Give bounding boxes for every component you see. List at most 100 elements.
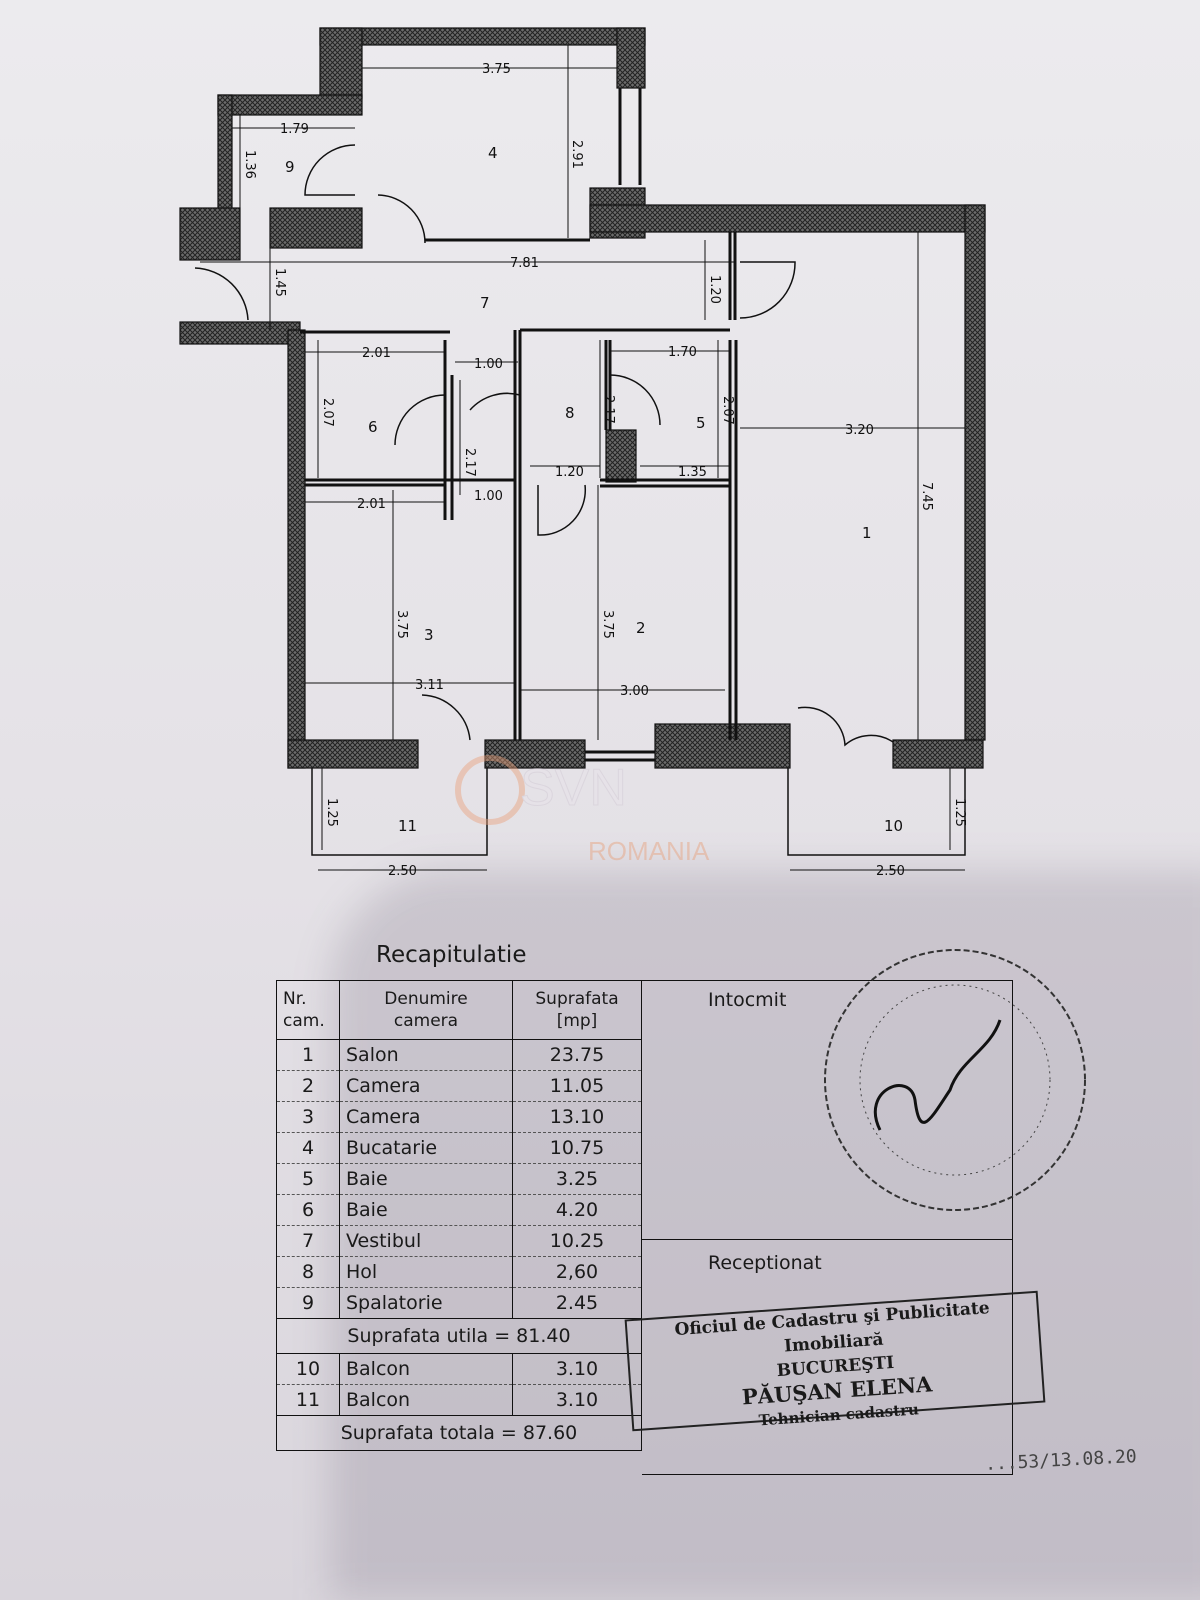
cell-area: 11.05 (512, 1070, 642, 1102)
total-area: Suprafata totala = 87.60 (276, 1415, 642, 1451)
signature (873, 1019, 1002, 1131)
signoff-box: Intocmit Receptionat (642, 980, 1013, 1475)
dim-label: 2.07 (720, 396, 735, 425)
dimension-lines (200, 45, 965, 871)
room-4: 4 (488, 144, 498, 162)
cell-name: Bucatarie (339, 1132, 513, 1164)
dim-label: 3.75 (394, 610, 409, 639)
header-area-2: [mp] (556, 1011, 598, 1031)
cell-nr: 1 (276, 1039, 340, 1071)
dim-label: 3.00 (620, 684, 649, 699)
drawn-up-cell: Intocmit (642, 981, 1012, 1240)
dim-label: 3.75 (600, 610, 615, 639)
dim-label: 2.07 (320, 398, 335, 427)
dim-label: 1.00 (474, 357, 503, 372)
dim-label: 1.79 (280, 122, 309, 137)
dim-label: 2.17 (462, 448, 477, 477)
cell-area: 2,60 (512, 1256, 642, 1288)
room-8: 8 (565, 404, 575, 422)
cell-name: Spalatorie (339, 1287, 513, 1319)
dim-label: 1.25 (324, 798, 339, 827)
header-area: Suprafata (535, 989, 619, 1009)
cell-name: Baie (339, 1163, 513, 1195)
header-name-2: camera (393, 1011, 459, 1031)
useful-area: Suprafata utila = 81.40 (276, 1318, 642, 1354)
watermark-brand: SVN (520, 759, 627, 817)
cell-area: 10.25 (512, 1225, 642, 1257)
dim-label: 1.70 (668, 345, 697, 360)
cell-area: 23.75 (512, 1039, 642, 1071)
cell-nr: 9 (276, 1287, 340, 1319)
dimension-labels: 3.75 2.91 1.79 1.36 7.81 1.45 1.20 2.01 … (242, 62, 967, 879)
cell-area: 3.25 (512, 1163, 642, 1195)
dim-label: 2.50 (388, 864, 417, 879)
dim-label: 2.17 (601, 395, 616, 424)
cell-nr: 2 (276, 1070, 340, 1102)
cell-nr: 6 (276, 1194, 340, 1226)
dim-label: 1.45 (272, 268, 287, 297)
header-nr-2: cam. (283, 1011, 325, 1031)
cell-name: Vestibul (339, 1225, 513, 1257)
cell-area: 3.10 (512, 1353, 642, 1385)
dim-label: 7.81 (510, 256, 539, 271)
cell-area: 13.10 (512, 1101, 642, 1133)
header-name: Denumire (384, 989, 468, 1009)
floor-plan: 1 2 3 4 5 6 7 8 9 10 11 3.75 2.91 1.79 1… (179, 27, 986, 879)
cell-name: Salon (339, 1039, 513, 1071)
cell-area: 10.75 (512, 1132, 642, 1164)
room-9: 9 (285, 158, 295, 176)
room-numbers: 1 2 3 4 5 6 7 8 9 10 11 (285, 144, 903, 835)
room-6: 6 (368, 418, 378, 436)
received-label: Receptionat (708, 1252, 822, 1274)
recap-title: Recapitulatie (376, 942, 527, 968)
cell-name: Balcon (339, 1353, 513, 1385)
doors (194, 144, 894, 747)
dim-label: 2.91 (569, 140, 584, 169)
cell-name: Balcon (339, 1384, 513, 1416)
walls (179, 27, 986, 769)
header-nr: Nr. (283, 989, 307, 1009)
cell-name: Camera (339, 1070, 513, 1102)
room-11: 11 (398, 817, 417, 835)
dim-label: 3.75 (482, 62, 511, 77)
room-2: 2 (636, 619, 646, 637)
watermark-sub: ROMANIA (588, 836, 710, 866)
cell-area: 3.10 (512, 1384, 642, 1416)
cell-nr: 8 (276, 1256, 340, 1288)
room-10: 10 (884, 817, 903, 835)
dim-label: 1.00 (474, 489, 503, 504)
dim-label: 1.20 (555, 465, 584, 480)
cell-area: 4.20 (512, 1194, 642, 1226)
room-7: 7 (480, 294, 490, 312)
cell-nr: 11 (276, 1384, 340, 1416)
room-5: 5 (696, 414, 706, 432)
cell-nr: 3 (276, 1101, 340, 1133)
dim-label: 2.01 (357, 497, 386, 512)
cell-nr: 5 (276, 1163, 340, 1195)
room-3: 3 (424, 626, 434, 644)
watermark: SVN ROMANIA (455, 755, 710, 866)
dim-label: 3.20 (845, 423, 874, 438)
dim-label: 1.20 (707, 275, 722, 304)
cell-name: Baie (339, 1194, 513, 1226)
room-1: 1 (862, 524, 872, 542)
dim-label: 2.01 (362, 346, 391, 361)
received-cell: Receptionat (642, 1240, 1012, 1274)
cell-area: 2.45 (512, 1287, 642, 1319)
dim-label: 3.11 (415, 678, 444, 693)
inner-walls (300, 88, 966, 856)
drawn-up-label: Intocmit (708, 989, 787, 1011)
